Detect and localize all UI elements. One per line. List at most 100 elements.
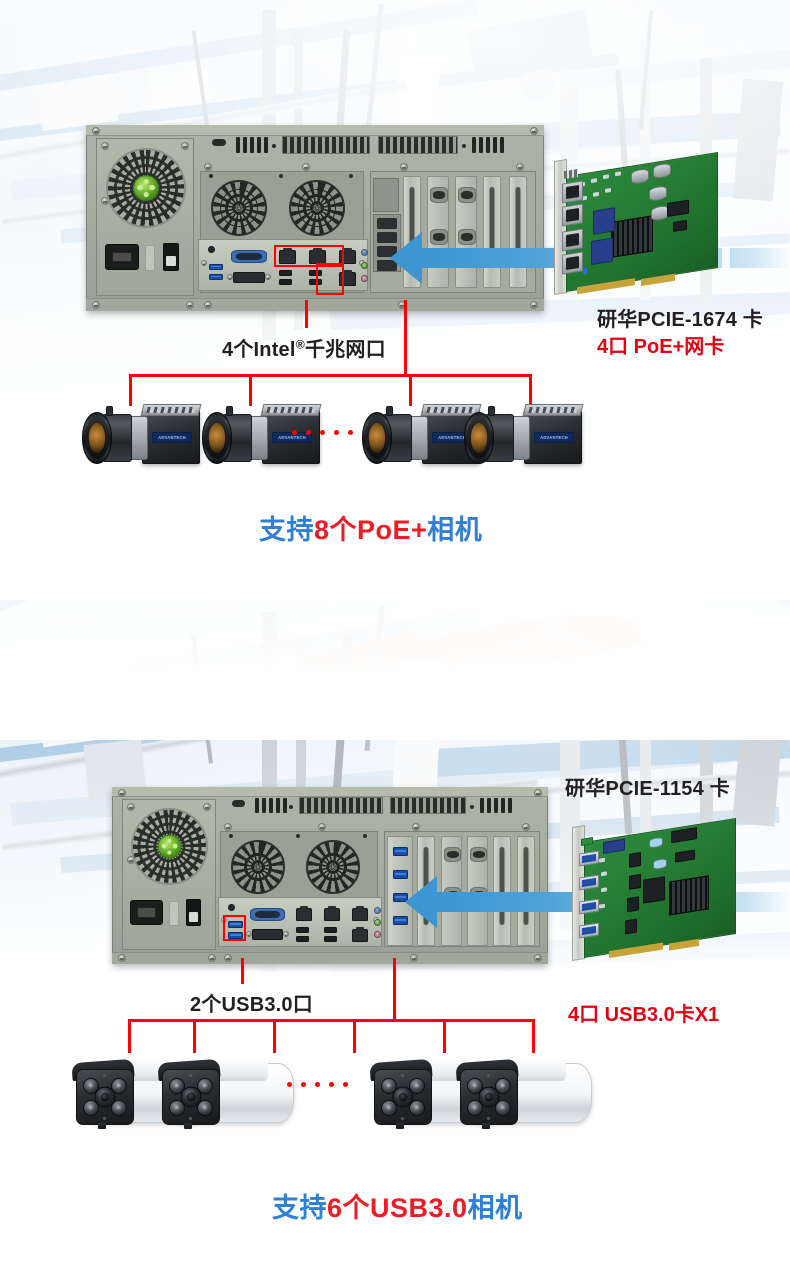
system-fan-1 <box>231 840 285 894</box>
card-name-label-poe: 研华PCIE-1674 卡 <box>597 309 763 331</box>
usb-port[interactable] <box>309 279 322 285</box>
caption-poe: 支持8个PoE+相机 <box>259 508 482 547</box>
audio-line-in-jack[interactable] <box>374 907 381 914</box>
card-usb3-port-1[interactable] <box>393 847 408 856</box>
highlight-box-usb3 <box>223 915 246 941</box>
psu-fan-grill <box>106 148 186 228</box>
audio-line-out-jack[interactable] <box>361 262 368 269</box>
ir-led-2 <box>197 1078 213 1094</box>
usb-port[interactable] <box>296 936 309 942</box>
io-shield <box>218 897 382 947</box>
ir-led-1 <box>83 1078 99 1094</box>
system-fan-1 <box>211 180 267 236</box>
card-usb3-port-2[interactable] <box>393 870 408 879</box>
port-label-lan: 4个Intel®千兆网口 <box>222 333 386 362</box>
usb3-port-front-2[interactable] <box>228 932 243 939</box>
camera-lens <box>478 1086 500 1108</box>
usb3-port[interactable] <box>209 264 223 270</box>
callout-stem-usb <box>241 958 244 984</box>
usb-port[interactable] <box>279 270 292 276</box>
callout-stem-lan <box>305 300 308 328</box>
displayport[interactable] <box>233 272 265 283</box>
power-supply-unit <box>122 799 216 950</box>
chassis-rear-panel-usb <box>112 787 548 964</box>
lan-port-4[interactable] <box>352 927 368 942</box>
card-name-label-usb: 研华PCIE-1154 卡 <box>565 778 730 800</box>
caption-poe-tail: 相机 <box>427 515 483 545</box>
rj45-port-1[interactable] <box>562 180 583 204</box>
usb-port[interactable] <box>324 927 337 933</box>
chassis-rear-panel-poe <box>86 125 544 311</box>
usb3-port[interactable] <box>209 274 223 280</box>
pcb-board <box>584 817 736 959</box>
pci-slot-bracket-3 <box>467 836 488 946</box>
ir-led-2 <box>111 1078 127 1094</box>
audio-line-out-jack[interactable] <box>374 919 381 926</box>
power-switch[interactable] <box>163 243 179 271</box>
port-label-usb: 2个USB3.0口 <box>190 994 313 1016</box>
rj45-port-4[interactable] <box>562 251 583 275</box>
pci-slot-bracket-4 <box>493 836 511 946</box>
highlight-box-lan-upper <box>274 245 344 267</box>
vga-port[interactable] <box>250 908 285 921</box>
usb3-port-front-1[interactable] <box>228 921 243 928</box>
heatsink <box>669 875 709 916</box>
caption-poe-highlight: 8个PoE+ <box>314 515 428 545</box>
bullet-camera-4 <box>446 1055 621 1145</box>
card-spec-label-poe: 4口 PoE+网卡 <box>597 336 725 358</box>
usb-port[interactable] <box>309 270 322 276</box>
caption-usb-lead: 支持 <box>272 1193 327 1223</box>
lan-port-2[interactable] <box>324 906 340 921</box>
camera-brand-badge: ADVANTECH <box>534 432 574 443</box>
usb-port[interactable] <box>324 936 337 942</box>
power-switch[interactable] <box>186 899 201 926</box>
machine-vision-camera-2: ADVANTECH <box>200 400 330 472</box>
camera-lens <box>94 1086 116 1108</box>
ir-led-3 <box>83 1100 99 1116</box>
registered-mark: ® <box>295 337 305 352</box>
ir-led-3 <box>381 1100 397 1116</box>
ir-led-3 <box>467 1100 483 1116</box>
camera-brand-badge: ADVANTECH <box>152 432 192 443</box>
ir-led-4 <box>197 1100 213 1116</box>
camera-brand-text: ADVANTECH <box>158 435 186 440</box>
card-spec-label-usb: 4口 USB3.0卡X1 <box>568 1004 720 1026</box>
caption-usb: 支持6个USB3.0相机 <box>272 1186 523 1225</box>
bullet-camera-2 <box>148 1055 323 1145</box>
camera-brand-text: ADVANTECH <box>438 435 466 440</box>
usb-port[interactable] <box>296 927 309 933</box>
ir-led-4 <box>409 1100 425 1116</box>
displayport[interactable] <box>252 929 283 940</box>
pcie-1674-card <box>548 151 748 298</box>
machine-vision-camera-4: ADVANTECH <box>462 400 592 472</box>
camera-brand-text: ADVANTECH <box>278 435 306 440</box>
ellipsis-dots-usb <box>287 1082 348 1087</box>
audio-line-in-jack[interactable] <box>361 249 368 256</box>
system-fan-2 <box>306 840 360 894</box>
ir-led-1 <box>467 1078 483 1094</box>
caption-usb-tail: 相机 <box>467 1193 523 1223</box>
ac-power-inlet <box>130 900 163 925</box>
ac-power-inlet <box>105 244 139 270</box>
highlight-box-lan-lower <box>316 263 344 295</box>
lan-port-3[interactable] <box>352 906 368 921</box>
port-label-lan-suffix: 千兆网口 <box>304 339 386 361</box>
usb-port[interactable] <box>279 279 292 285</box>
port-label-lan-prefix: 4个Intel <box>222 339 296 361</box>
audio-mic-jack[interactable] <box>374 931 381 938</box>
pcb-board <box>566 151 718 295</box>
heatsink <box>611 215 653 258</box>
pcie-1154-card <box>566 817 766 964</box>
vga-port[interactable] <box>231 250 267 263</box>
section-divider-sweep-mid <box>0 540 790 740</box>
lan-port-1[interactable] <box>279 248 296 264</box>
ir-led-1 <box>169 1078 185 1094</box>
audio-mic-jack[interactable] <box>361 275 368 282</box>
rj45-port-2[interactable] <box>562 203 583 227</box>
power-supply-unit <box>96 138 194 296</box>
rj45-port-3[interactable] <box>562 228 583 252</box>
lan-port-1[interactable] <box>296 906 312 921</box>
camera-brand-text: ADVANTECH <box>540 435 568 440</box>
camera-lens <box>392 1086 414 1108</box>
